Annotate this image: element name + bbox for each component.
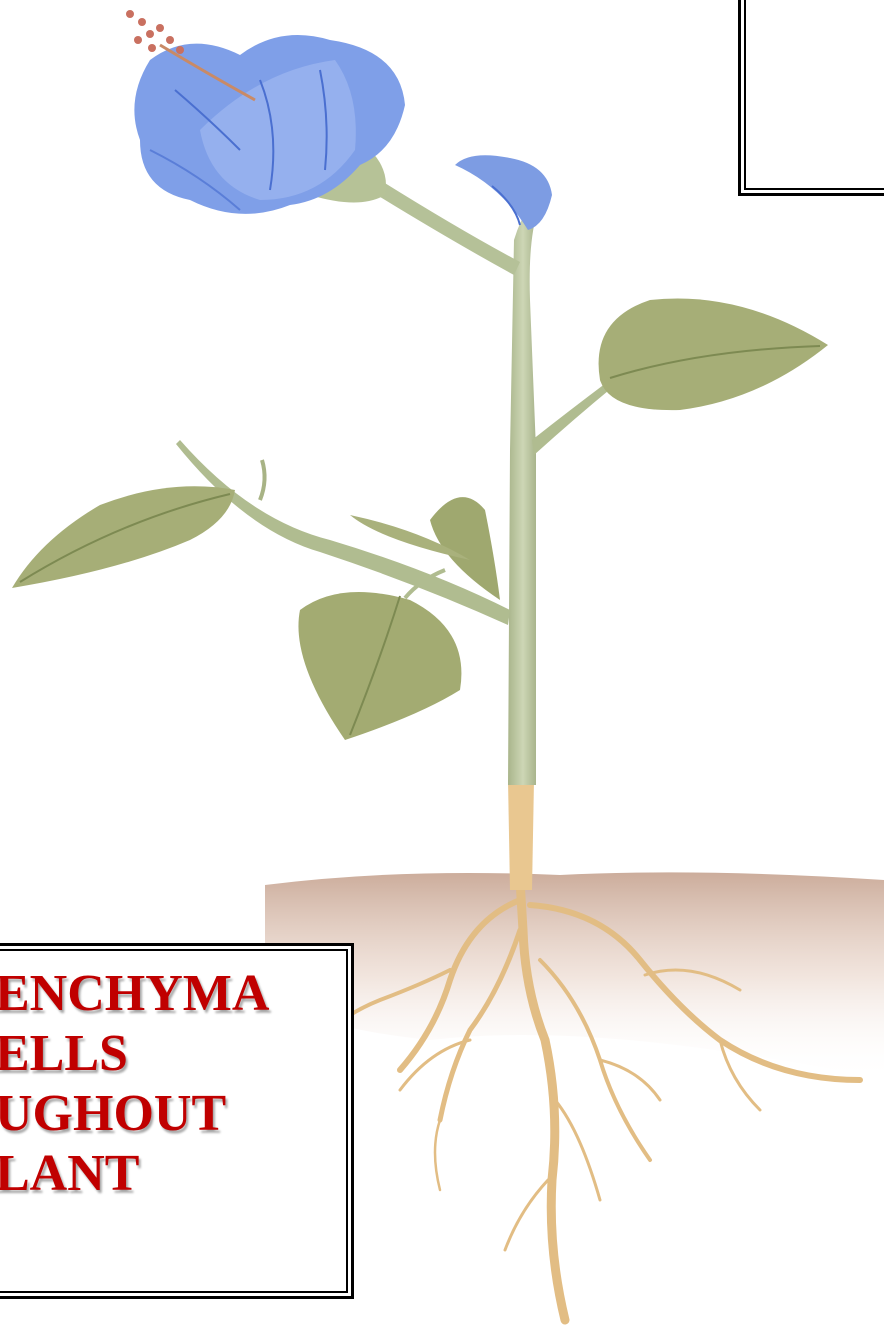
lower-stem (508, 780, 534, 890)
main-stem (508, 205, 538, 785)
right-branch (532, 380, 614, 455)
label-box-bottom: ENCHYMA ELLS UGHOUT LANT (0, 943, 354, 1299)
flower-bud (455, 155, 552, 230)
soil (265, 872, 884, 1080)
caption-line-3: UGHOUT (0, 1084, 269, 1144)
leaf-lower (298, 592, 461, 740)
caption-line-4: LANT (0, 1144, 269, 1204)
flower-branch (372, 180, 520, 275)
label-box-top (738, 0, 884, 196)
caption-line-1: ENCHYMA (0, 964, 269, 1024)
leaves (12, 298, 828, 740)
caption-line-2: ELLS (0, 1024, 269, 1084)
caption-text: ENCHYMA ELLS UGHOUT LANT (0, 964, 269, 1204)
